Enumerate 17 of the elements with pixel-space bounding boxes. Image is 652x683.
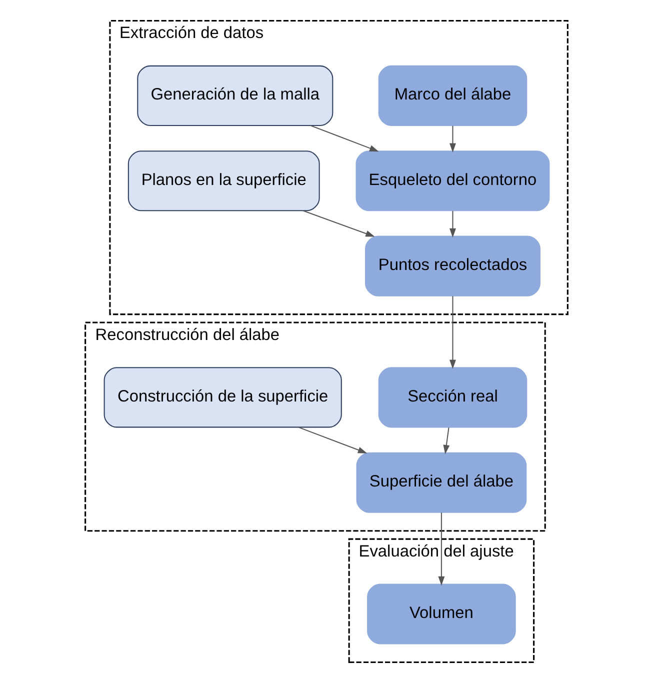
node-box: Marco del álabe bbox=[378, 65, 527, 126]
node-box: Planos en la superficie bbox=[127, 150, 320, 212]
node-box: Esqueleto del contorno bbox=[355, 150, 550, 212]
arrow bbox=[302, 210, 374, 237]
arrow bbox=[449, 296, 456, 370]
node-box: Generación de la malla bbox=[136, 65, 333, 126]
arrow bbox=[310, 125, 378, 152]
node-box: Construcción de la superficie bbox=[103, 367, 342, 428]
node-box: Superficie del álabe bbox=[356, 452, 526, 513]
arrow bbox=[442, 427, 450, 454]
arrow bbox=[298, 426, 367, 454]
arrow bbox=[449, 210, 456, 238]
node-box: Sección real bbox=[378, 367, 527, 428]
node-box: Puntos recolectados bbox=[364, 236, 540, 296]
arrow bbox=[449, 126, 456, 152]
arrow bbox=[438, 512, 444, 586]
node-box: Volumen bbox=[366, 584, 516, 644]
